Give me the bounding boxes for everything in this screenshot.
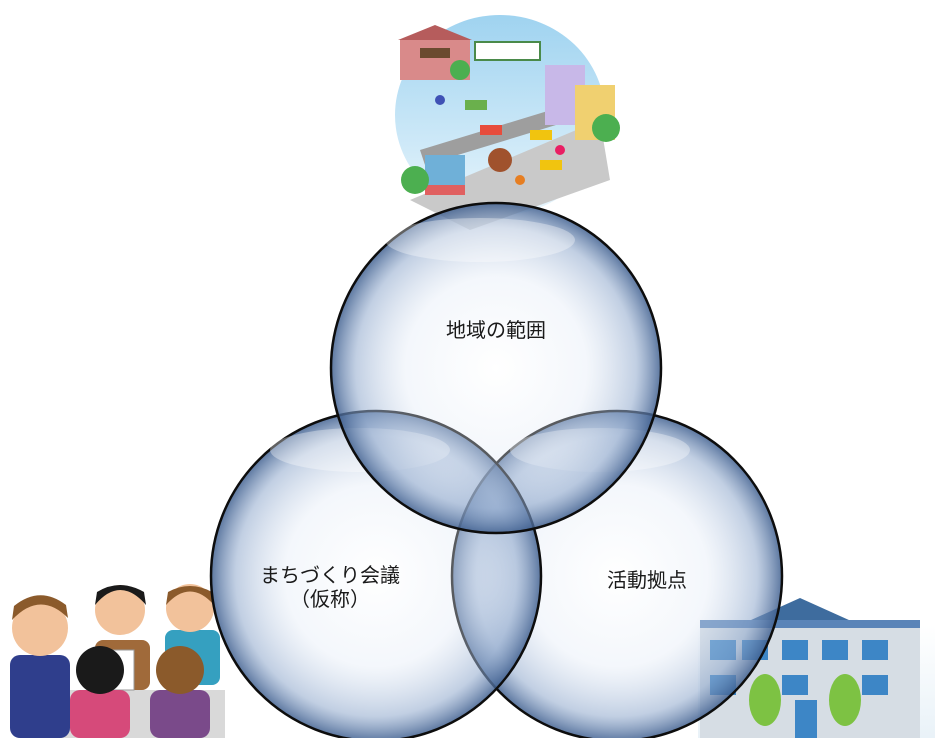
circle-area-scope bbox=[329, 201, 663, 535]
label-area-scope: 地域の範囲 bbox=[446, 318, 546, 342]
label-community-meeting-line1: まちづくり会議 bbox=[260, 563, 400, 587]
label-area-scope-text: 地域の範囲 bbox=[446, 318, 546, 342]
label-community-meeting-line2: （仮称） bbox=[290, 587, 370, 611]
label-activity-base: 活動拠点 bbox=[607, 568, 687, 592]
label-activity-base-text: 活動拠点 bbox=[607, 568, 687, 592]
meeting-people-illustration bbox=[10, 584, 225, 738]
label-community-meeting: まちづくり会議 （仮称） bbox=[260, 563, 400, 611]
town-illustration bbox=[395, 15, 620, 230]
